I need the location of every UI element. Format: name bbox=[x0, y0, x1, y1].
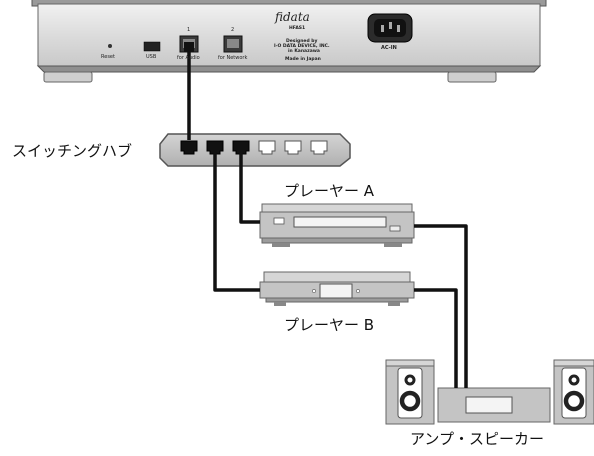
nas-left-foot bbox=[43, 71, 93, 83]
usb-label: USB bbox=[146, 54, 157, 60]
nas-designed-by: Designed by bbox=[286, 39, 318, 44]
player-a-device bbox=[259, 203, 415, 247]
hub-port-2[interactable] bbox=[206, 140, 224, 155]
ac-pin-right bbox=[397, 25, 400, 32]
nas-right-foot bbox=[447, 71, 497, 83]
player-a-top bbox=[261, 203, 413, 213]
hub-port-1[interactable] bbox=[180, 140, 198, 155]
switching-hub-label: スイッチングハブ bbox=[12, 142, 133, 160]
hub-ports bbox=[180, 140, 328, 155]
player-a-button[interactable] bbox=[389, 225, 401, 232]
player-b-top bbox=[263, 271, 411, 283]
nas-brand-logo: fidata bbox=[275, 10, 310, 24]
cable-hub-to-player-a bbox=[239, 152, 260, 224]
left-speaker-tweeter bbox=[404, 374, 416, 386]
amp-speaker-label: アンプ・スピーカー bbox=[410, 430, 544, 448]
left-speaker-woofer bbox=[399, 390, 421, 412]
player-a-foot-left bbox=[272, 243, 290, 247]
ac-pin-left bbox=[381, 25, 384, 32]
player-a-foot-right bbox=[384, 243, 402, 247]
nas-model: HFAS1 bbox=[289, 26, 306, 31]
amplifier-device bbox=[437, 387, 551, 423]
port2-label: for Network bbox=[218, 55, 248, 61]
player-b-led-left bbox=[312, 289, 316, 293]
cable-player-b-to-amp bbox=[414, 288, 458, 388]
cable-connectors bbox=[184, 42, 194, 52]
connector-nas bbox=[184, 42, 194, 52]
port1-label: for Audio bbox=[177, 55, 200, 61]
switching-hub bbox=[159, 133, 351, 167]
left-speaker-top-shade bbox=[385, 359, 435, 367]
ac-pin-center bbox=[389, 22, 392, 29]
right-speaker-tweeter bbox=[568, 374, 580, 386]
player-b-label: プレーヤー B bbox=[284, 316, 375, 334]
lan-port-2-inner bbox=[227, 39, 239, 48]
nas-made-in: Made in Japan bbox=[285, 57, 321, 62]
player-b-foot-right bbox=[388, 302, 400, 306]
player-b-display bbox=[319, 283, 353, 299]
hub-port-5[interactable] bbox=[284, 140, 302, 155]
nas-city: in Kanazawa bbox=[288, 49, 320, 54]
nas-maker: I-O DATA DEVICE, INC. bbox=[274, 44, 330, 49]
player-b-device bbox=[259, 271, 415, 306]
player-a-label: プレーヤー A bbox=[284, 182, 375, 200]
cable-hub-to-player-b bbox=[213, 152, 260, 292]
hub-port-3[interactable] bbox=[232, 140, 250, 155]
player-b-foot-left bbox=[274, 302, 286, 306]
right-speaker-top-shade bbox=[553, 359, 594, 367]
amp-display bbox=[465, 396, 513, 414]
nas-rear-panel bbox=[37, 3, 541, 67]
player-b-led-right bbox=[356, 289, 360, 293]
usb-port[interactable] bbox=[143, 41, 161, 52]
nas-server bbox=[31, 0, 547, 83]
cables bbox=[187, 52, 468, 388]
acin-label: AC-IN bbox=[381, 45, 397, 51]
player-a-bottom bbox=[261, 237, 413, 244]
cable-player-a-to-amp bbox=[414, 224, 468, 388]
port1-number: 1 bbox=[187, 27, 191, 33]
reset-label: Reset bbox=[101, 54, 115, 60]
left-speaker bbox=[385, 359, 435, 425]
hub-port-4[interactable] bbox=[258, 140, 276, 155]
player-a-logo-plate bbox=[273, 217, 285, 225]
right-speaker-woofer bbox=[563, 390, 585, 412]
right-speaker bbox=[553, 359, 594, 425]
player-a-display bbox=[293, 216, 387, 228]
player-b-bottom bbox=[265, 297, 409, 303]
reset-button[interactable] bbox=[108, 44, 112, 48]
hub-port-6[interactable] bbox=[310, 140, 328, 155]
port2-number: 2 bbox=[231, 27, 235, 33]
nas-bottom-edge bbox=[36, 65, 542, 73]
